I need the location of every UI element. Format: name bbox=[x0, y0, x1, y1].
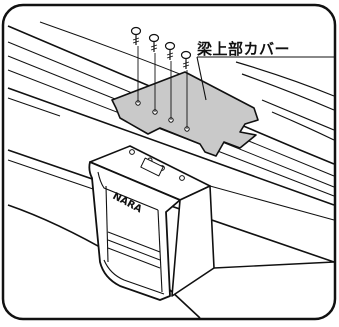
beam-front-upper-edge bbox=[7, 87, 335, 206]
rail-lines bbox=[39, 21, 335, 141]
clamp-screw bbox=[179, 175, 185, 181]
beam-right-part bbox=[209, 185, 335, 269]
cover-plate bbox=[111, 71, 259, 157]
rail-line bbox=[241, 73, 335, 111]
beam-clamp: NARA bbox=[88, 145, 215, 301]
rail-line bbox=[271, 111, 335, 141]
clamp-rib bbox=[107, 239, 161, 261]
beam-line bbox=[213, 261, 335, 269]
screw-icon bbox=[148, 33, 160, 52]
beam-front-line bbox=[7, 159, 97, 191]
clamp-band-line bbox=[103, 259, 165, 295]
rail-line bbox=[261, 99, 335, 131]
screw-icon bbox=[180, 50, 192, 69]
clamp-band-line bbox=[105, 185, 109, 263]
clamp-screw bbox=[129, 149, 135, 155]
clamp-body bbox=[88, 161, 181, 301]
diagram-frame bbox=[1, 3, 337, 321]
callout-leader bbox=[196, 56, 334, 101]
clamp-plate bbox=[140, 157, 164, 177]
clamp-band-line bbox=[97, 171, 159, 211]
beam-front-line bbox=[7, 97, 61, 117]
beam-line bbox=[209, 185, 335, 221]
callout-label-beam-top-cover: 梁上部カバー bbox=[197, 40, 291, 58]
screws bbox=[130, 26, 192, 129]
clamp-rib bbox=[107, 231, 161, 253]
beam-top-edge bbox=[7, 25, 335, 165]
clamp-rib bbox=[107, 247, 161, 269]
clamp-band-line bbox=[157, 209, 163, 293]
screw-icon bbox=[130, 26, 142, 45]
screw-icon bbox=[164, 41, 176, 60]
rail-line bbox=[235, 61, 335, 97]
callout-pointer bbox=[196, 56, 207, 101]
beam-top-cover bbox=[111, 71, 259, 157]
